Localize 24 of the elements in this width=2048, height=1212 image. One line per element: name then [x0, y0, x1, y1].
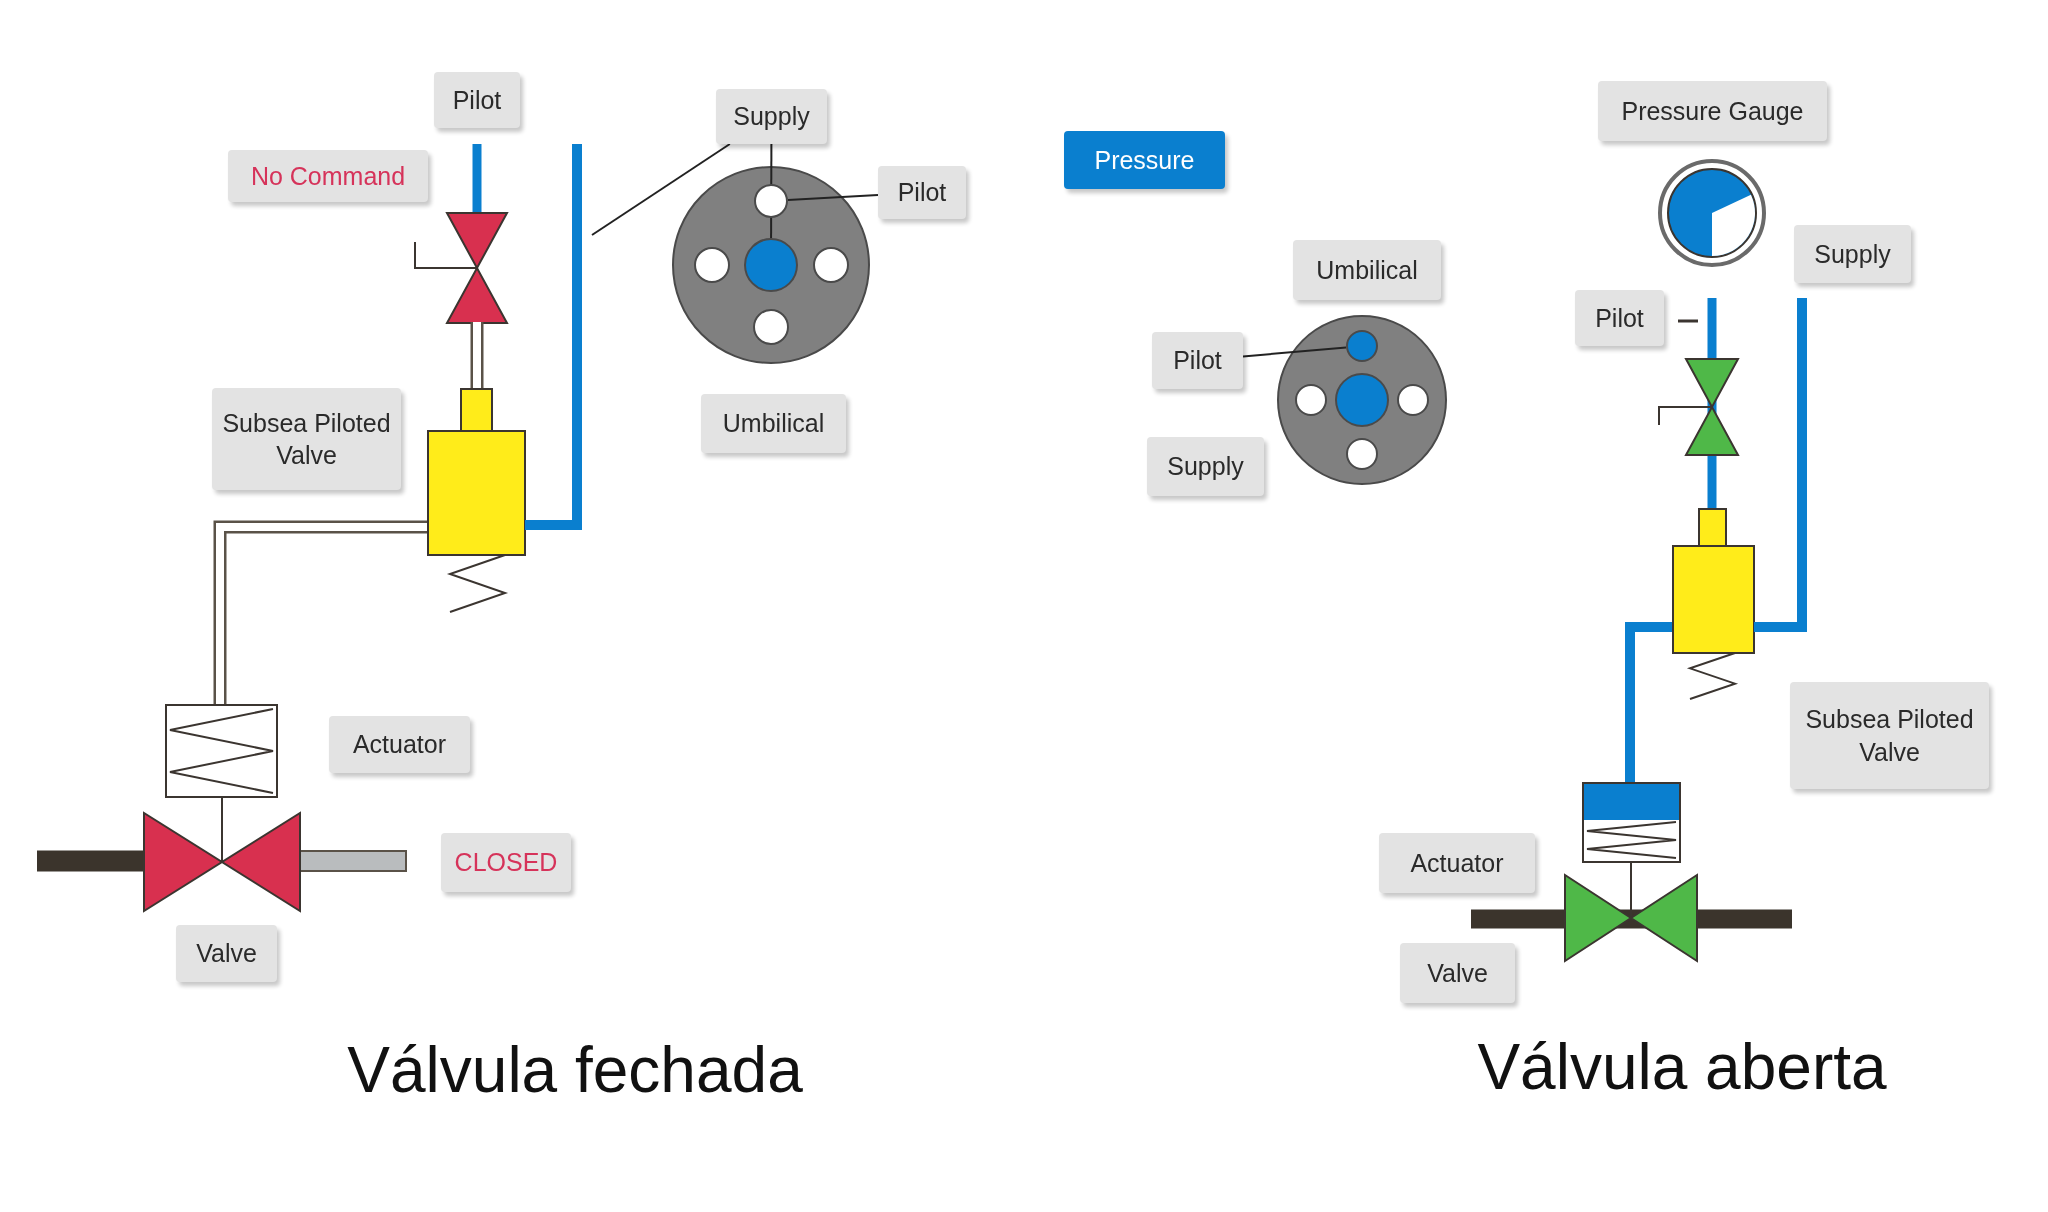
part-label: Subsea Piloted Valve: [1790, 682, 1989, 789]
leader-line: [1242, 346, 1348, 358]
part-label: Pilot: [1152, 332, 1243, 389]
part-label: Actuator: [329, 716, 470, 773]
caption-text: Válvula aberta: [1477, 1030, 1887, 1104]
part-label: Supply: [1794, 225, 1911, 283]
part-label: Supply: [716, 89, 827, 144]
part-label: Pilot: [878, 166, 966, 219]
part-label: No Command: [228, 150, 428, 202]
leader-line: [591, 143, 731, 236]
part-label: Valve: [176, 925, 277, 982]
part-label: Umbilical: [701, 394, 846, 453]
part-label: Supply: [1147, 437, 1264, 496]
part-label: Pressure Gauge: [1598, 81, 1827, 141]
part-label: Actuator: [1379, 833, 1535, 893]
part-label: Umbilical: [1293, 240, 1441, 300]
part-label: Pressure: [1064, 131, 1225, 189]
part-label: Valve: [1400, 943, 1515, 1003]
caption-text: Válvula fechada: [347, 1033, 803, 1107]
part-label: Subsea Piloted Valve: [212, 388, 401, 490]
part-label: Pilot: [434, 72, 520, 128]
part-label: Pilot: [1575, 290, 1664, 346]
part-label: CLOSED: [441, 833, 571, 892]
leader-line: [786, 194, 879, 202]
